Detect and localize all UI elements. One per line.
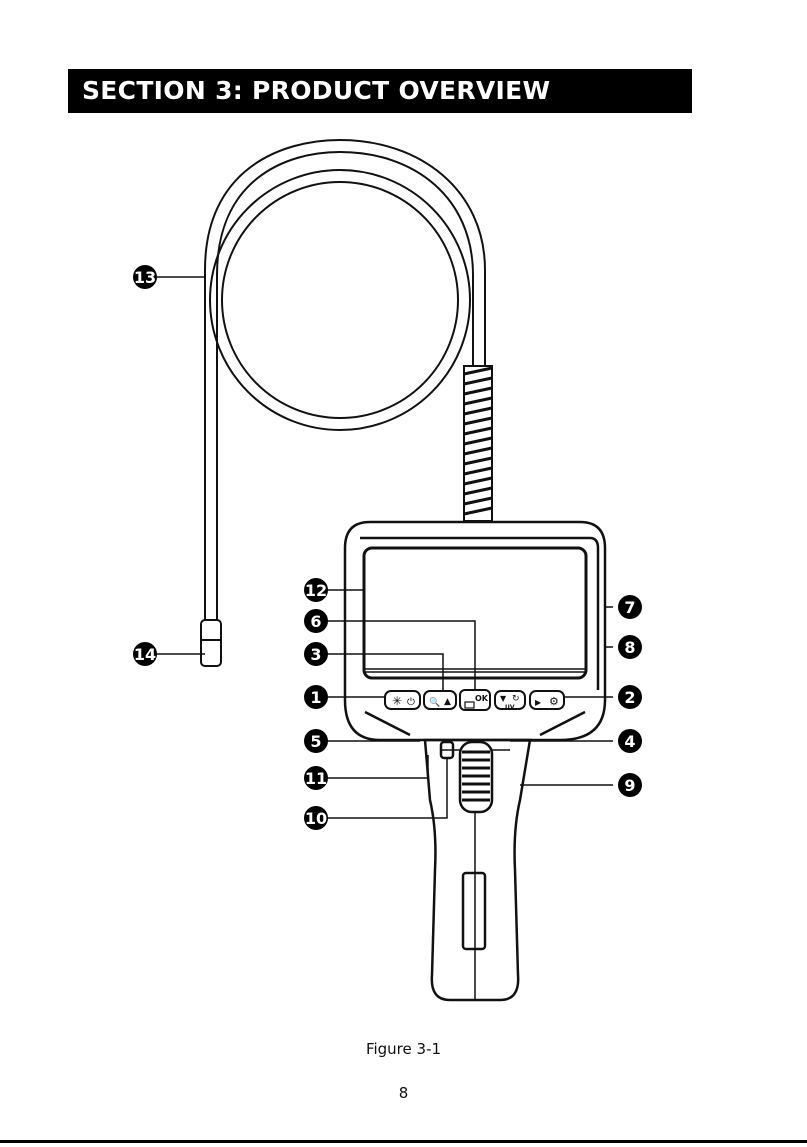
wheel-ridges bbox=[462, 752, 490, 800]
callout-6: 6 bbox=[304, 609, 328, 633]
svg-text:4: 4 bbox=[624, 732, 635, 751]
cable-coil bbox=[210, 170, 470, 430]
svg-text:11: 11 bbox=[305, 769, 327, 788]
power-icon: ⏻ bbox=[407, 697, 415, 708]
svg-text:13: 13 bbox=[134, 268, 156, 287]
bottom-rule bbox=[0, 1140, 807, 1143]
callout-11: 11 bbox=[304, 766, 328, 790]
battery-door bbox=[463, 873, 485, 949]
up-arrow-icon: ▲ bbox=[444, 697, 451, 707]
down-arrow-icon: ▼ bbox=[500, 694, 507, 703]
callout-10: 10 bbox=[304, 806, 328, 830]
callout-14: 14 bbox=[133, 642, 157, 666]
svg-text:14: 14 bbox=[134, 645, 156, 664]
callout-13: 13 bbox=[133, 265, 157, 289]
callout-12: 12 bbox=[304, 578, 328, 602]
callout-9: 9 bbox=[618, 773, 642, 797]
svg-text:7: 7 bbox=[624, 598, 635, 617]
callout-2: 2 bbox=[618, 685, 642, 709]
play-icon: ▶ bbox=[535, 698, 542, 707]
cable-coil-inner bbox=[222, 182, 458, 418]
svg-text:9: 9 bbox=[624, 776, 635, 795]
svg-text:8: 8 bbox=[624, 638, 635, 657]
callout-5: 5 bbox=[304, 729, 328, 753]
callout-4: 4 bbox=[618, 729, 642, 753]
svg-text:2: 2 bbox=[624, 688, 635, 707]
svg-text:10: 10 bbox=[305, 809, 327, 828]
svg-text:1: 1 bbox=[310, 688, 321, 707]
svg-text:3: 3 bbox=[310, 645, 321, 664]
sun-icon: ✳ bbox=[392, 694, 402, 708]
uv-label: UV bbox=[505, 704, 515, 711]
magnifier-icon: 🔍 bbox=[429, 696, 440, 708]
rotate-icon: ↻ bbox=[512, 694, 520, 704]
callout-1: 1 bbox=[304, 685, 328, 709]
figure-caption: Figure 3-1 bbox=[0, 1040, 807, 1058]
svg-text:5: 5 bbox=[310, 732, 321, 751]
callout-3: 3 bbox=[304, 642, 328, 666]
ok-label: OK bbox=[475, 694, 489, 703]
camera-probe-tip bbox=[201, 620, 221, 666]
callout-8: 8 bbox=[618, 635, 642, 659]
svg-text:12: 12 bbox=[305, 581, 327, 600]
gear-icon: ⚙ bbox=[549, 695, 559, 708]
svg-text:6: 6 bbox=[310, 612, 321, 631]
page-number: 8 bbox=[0, 1084, 807, 1102]
callout-7: 7 bbox=[618, 595, 642, 619]
